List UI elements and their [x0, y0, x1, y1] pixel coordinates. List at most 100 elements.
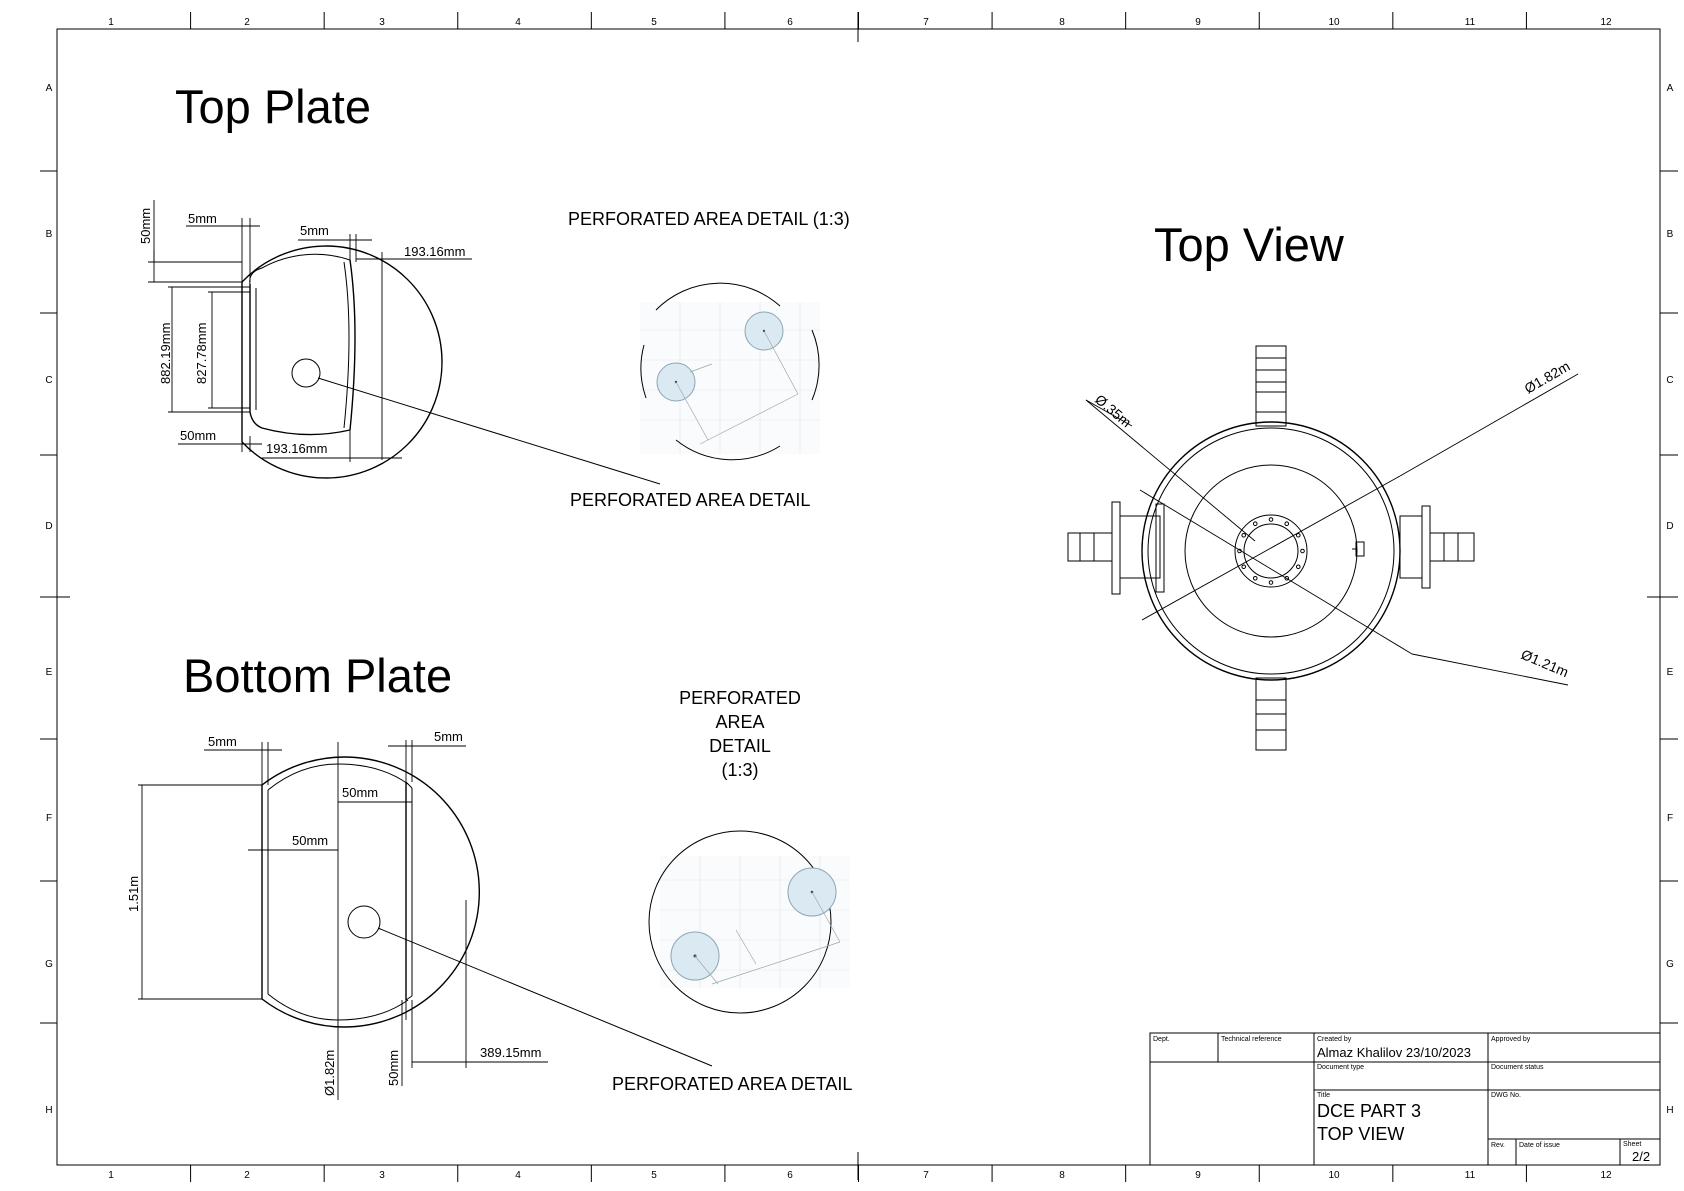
- tb-created-by-label: Created by: [1317, 1036, 1352, 1043]
- row-label: D: [1666, 521, 1673, 532]
- tb-title-line1: DCE PART 3: [1317, 1101, 1421, 1121]
- top-plate-dimensions: 50mm 5mm 5mm 193.16mm 882.19mm 827.78mm …: [138, 200, 472, 462]
- bolt-hole: [1241, 564, 1247, 570]
- title-block: Dept. Technical reference Created by Alm…: [1149, 1032, 1661, 1166]
- dim-151: 1.51m: [126, 876, 141, 912]
- col-label: 7: [923, 17, 929, 28]
- dim-50-inner-left: 50mm: [292, 833, 328, 848]
- col-label: 10: [1328, 1170, 1340, 1181]
- bolt-hole: [1268, 517, 1274, 522]
- tb-approved-by-label: Approved by: [1491, 1036, 1531, 1043]
- row-label: H: [1666, 1105, 1673, 1116]
- row-label: A: [1667, 83, 1674, 94]
- row-labels-right: A B C D E F G H: [1666, 83, 1674, 1116]
- top-detail-title: PERFORATED AREA DETAIL (1:3): [568, 209, 850, 229]
- col-label: 7: [923, 1170, 929, 1181]
- top-plate-title: Top Plate: [175, 80, 371, 133]
- bottom-detail-title-line: AREA: [715, 712, 764, 732]
- bolt-hole: [1300, 548, 1305, 554]
- dim-5-left: 5mm: [188, 211, 217, 226]
- tb-date-label: Date of issue: [1519, 1142, 1560, 1149]
- column-labels-bottom: 1 2 3 4 5 6 7 8 9 10 11 12: [108, 1170, 1612, 1181]
- col-label: 8: [1059, 1170, 1065, 1181]
- col-label: 3: [379, 1170, 385, 1181]
- col-label: 4: [515, 1170, 521, 1181]
- col-label: 11: [1465, 17, 1476, 28]
- row-label: B: [1667, 229, 1674, 240]
- row-label: C: [1666, 375, 1673, 386]
- tb-doc-status-label: Document status: [1491, 1064, 1544, 1071]
- dim-827: 827.78mm: [194, 323, 209, 384]
- bolt-hole: [1241, 532, 1247, 538]
- bottom-detail-title-line: DETAIL: [709, 736, 771, 756]
- tb-rev-label: Rev.: [1491, 1142, 1505, 1149]
- tb-sheet: 2/2: [1632, 1149, 1650, 1164]
- top-view-drawing: [1067, 345, 1579, 751]
- dim-121: Ø1.21m: [1519, 646, 1571, 680]
- top-detail-label: PERFORATED AREA DETAIL: [570, 490, 810, 510]
- bottom-detail-title-line: PERFORATED: [679, 688, 801, 708]
- top-plate-view: [241, 245, 661, 485]
- dim-5-left: 5mm: [208, 734, 237, 749]
- dim-389: 389.15mm: [480, 1045, 541, 1060]
- row-label: A: [46, 83, 53, 94]
- col-label: 6: [787, 1170, 793, 1181]
- row-labels-left: A B C D E F G H: [45, 83, 53, 1116]
- dim-50-bottom: 50mm: [386, 1050, 401, 1086]
- col-label: 12: [1600, 17, 1612, 28]
- bottom-detail-title: PERFORATED AREA DETAIL (1:3): [679, 688, 801, 780]
- row-label: G: [45, 959, 53, 970]
- tb-sheet-label: Sheet: [1623, 1141, 1641, 1148]
- col-label: 5: [651, 17, 657, 28]
- bottom-detail-title-line: (1:3): [721, 760, 758, 780]
- top-perforated-detail: [640, 282, 820, 461]
- row-label: G: [1666, 959, 1674, 970]
- tb-title-label: Title: [1317, 1092, 1330, 1099]
- tb-doc-type-label: Document type: [1317, 1064, 1364, 1071]
- col-label: 3: [379, 17, 385, 28]
- bottom-plate-dimensions: 5mm 5mm 50mm 50mm 1.51m Ø1.82m 50mm 389.…: [126, 729, 548, 1096]
- bottom-plate-title: Bottom Plate: [183, 649, 452, 702]
- bolt-hole: [1295, 564, 1301, 570]
- dim-50-vertical: 50mm: [138, 208, 153, 244]
- tb-dwg-label: DWG No.: [1491, 1092, 1521, 1099]
- row-label: E: [1667, 667, 1674, 678]
- dim-5-right: 5mm: [434, 729, 463, 744]
- col-label: 1: [108, 17, 114, 28]
- bolt-hole: [1252, 575, 1258, 581]
- dim-182: Ø1.82m: [1522, 358, 1573, 397]
- col-label: 2: [244, 17, 250, 28]
- row-label: E: [46, 667, 53, 678]
- bottom-plate-view: [261, 742, 713, 1100]
- bolt-hole: [1284, 575, 1290, 581]
- col-label: 2: [244, 1170, 250, 1181]
- dim-50-inner-top: 50mm: [342, 785, 378, 800]
- col-label: 8: [1059, 17, 1065, 28]
- bolt-hole: [1295, 532, 1301, 538]
- col-label: 9: [1195, 17, 1201, 28]
- bolt-hole: [1284, 521, 1290, 527]
- row-label: H: [45, 1105, 52, 1116]
- bottom-perforated-detail: [648, 830, 850, 1014]
- col-label: 12: [1600, 1170, 1612, 1181]
- tb-created-by: Almaz Khalilov 23/10/2023: [1317, 1045, 1471, 1060]
- bottom-detail-label: PERFORATED AREA DETAIL: [612, 1074, 852, 1094]
- col-label: 4: [515, 17, 521, 28]
- row-label: F: [46, 813, 52, 824]
- tb-dept-label: Dept.: [1153, 1036, 1170, 1043]
- row-label: B: [46, 229, 53, 240]
- tb-title-line2: TOP VIEW: [1317, 1124, 1404, 1144]
- bolt-hole: [1268, 580, 1274, 585]
- row-label: C: [45, 375, 52, 386]
- row-label: D: [45, 521, 52, 532]
- dim-193-bottom: 193.16mm: [266, 441, 327, 456]
- col-label: 1: [108, 1170, 114, 1181]
- row-label: F: [1667, 813, 1673, 824]
- col-label: 11: [1465, 1170, 1476, 1181]
- dim-50-bottom: 50mm: [180, 428, 216, 443]
- col-label: 10: [1328, 17, 1340, 28]
- col-label: 6: [787, 17, 793, 28]
- tb-tech-ref-label: Technical reference: [1221, 1036, 1282, 1043]
- dim-193-top: 193.16mm: [404, 244, 465, 259]
